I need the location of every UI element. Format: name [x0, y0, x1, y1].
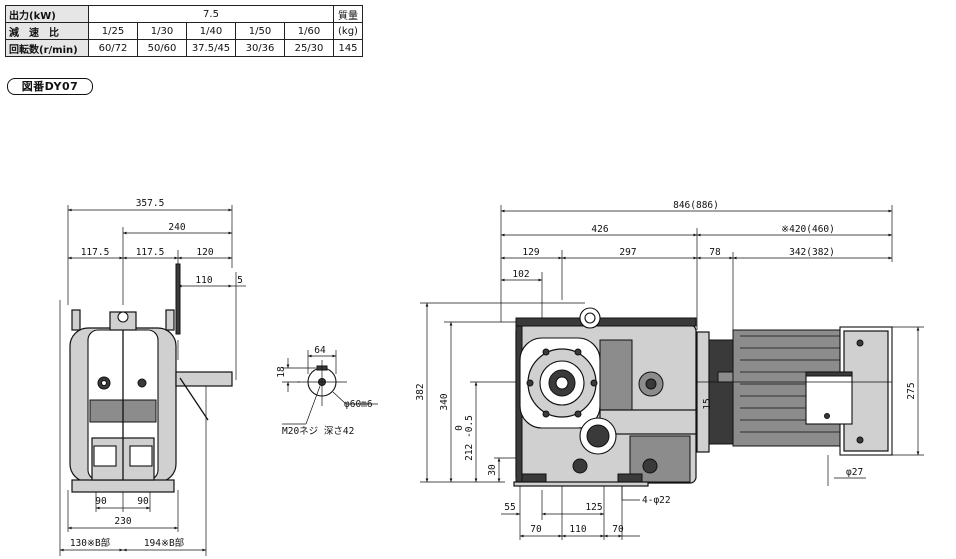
spec-table: 出力(kW) 7.5 質量 減 速 比 1/25 1/30 1/40 1/50 … — [5, 5, 363, 57]
dim-130-b: 130※B部 — [70, 537, 110, 549]
dim-846: 846(886) — [673, 200, 719, 211]
drawing-number-badge: 図番DY07 — [7, 78, 93, 95]
side-view — [420, 205, 924, 540]
dim-230: 230 — [114, 516, 131, 527]
dim-117-right: 117.5 — [136, 247, 165, 258]
shaft-detail — [282, 350, 378, 425]
dim-dia27: φ27 — [846, 467, 863, 478]
dim-117-left: 117.5 — [81, 247, 110, 258]
dim-18: 18 — [276, 366, 287, 378]
mass-unit: (kg) — [333, 22, 363, 40]
dim-55: 55 — [504, 502, 515, 513]
table-row: 出力(kW) 7.5 質量 — [5, 5, 363, 23]
dim-110: 110 — [569, 524, 586, 535]
dim-m20-thread: M20ネジ 深さ42 — [282, 426, 354, 437]
dim-30: 30 — [487, 464, 498, 476]
dim-5: 5 — [237, 275, 243, 286]
row-header-output: 出力(kW) — [5, 5, 89, 23]
table-row: 減 速 比 1/25 1/30 1/40 1/50 1/60 (kg) — [5, 22, 363, 40]
dim-102: 102 — [512, 269, 529, 280]
dim-dia60: φ60m6 — [344, 399, 373, 410]
speed-cell: 37.5/45 — [186, 39, 236, 57]
dim-212: 212 -0.5 — [464, 415, 475, 461]
dim-110: 110 — [195, 275, 212, 286]
dim-275: 275 — [906, 382, 917, 399]
table-row: 回転数(r/min) 60/72 50/60 37.5/45 30/36 25/… — [5, 39, 363, 57]
dim-70-left: 70 — [530, 524, 542, 535]
front-view-labels: 357.5 240 117.5 117.5 120 110 5 90 90 23… — [70, 198, 243, 549]
dim-holes: 4-φ22 — [642, 495, 671, 506]
dim-297: 297 — [619, 247, 636, 258]
dim-15: 15 — [702, 398, 713, 409]
side-view-labels: 846(886) 426 ※420(460) 129 297 78 342(38… — [415, 200, 917, 535]
shaft-detail-labels: 64 18 φ60m6 M20ネジ 深さ42 — [276, 345, 373, 437]
dim-125: 125 — [585, 502, 602, 513]
dim-420: ※420(460) — [781, 224, 835, 235]
dim-382: 382 — [415, 383, 426, 400]
dim-70-right: 70 — [612, 524, 624, 535]
dim-90-right: 90 — [137, 496, 149, 507]
dim-129: 129 — [522, 247, 539, 258]
dim-120: 120 — [196, 247, 213, 258]
mass-value: 145 — [333, 39, 363, 57]
dim-194-b: 194※B部 — [144, 537, 184, 549]
dim-240: 240 — [168, 222, 185, 233]
dim-340: 340 — [439, 393, 450, 410]
front-view — [59, 205, 246, 556]
dim-357: 357.5 — [136, 198, 165, 209]
dim-64: 64 — [314, 345, 326, 356]
dim-90-left: 90 — [95, 496, 107, 507]
dim-78: 78 — [709, 247, 721, 258]
dim-212-tol: 0 — [454, 425, 465, 431]
dim-426: 426 — [591, 224, 608, 235]
dim-342: 342(382) — [789, 247, 835, 258]
